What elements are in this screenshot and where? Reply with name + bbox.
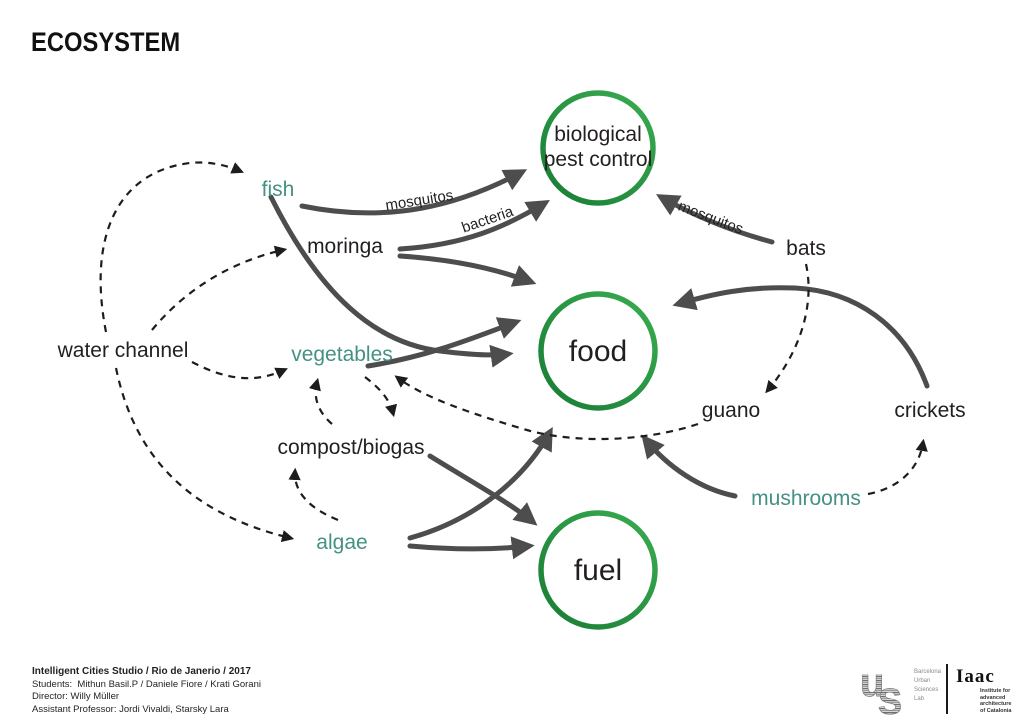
node-bats: bats — [786, 237, 826, 260]
credit-students-line: Students: Mithun Basil.P / Daniele Fiore… — [32, 678, 261, 690]
busl-line-barcelona: Barcelona — [914, 669, 942, 675]
arrow-moringa-to-pest-control — [397, 200, 550, 252]
dashed-arrow-water-channel-to-vegetables — [191, 361, 288, 380]
busl-monogram-s: S — [878, 681, 902, 718]
arrow-algae-to-fuel — [407, 536, 535, 560]
arrow-vegetables-to-food — [365, 317, 522, 369]
pest-control-label-line1: biological — [554, 123, 642, 146]
node-compost-biogas: compost/biogas — [277, 436, 424, 459]
node-circle-pest-control — [540, 90, 656, 206]
iaac-logo: Iaac Institute for advanced architecture… — [956, 666, 1012, 714]
dashed-arrow-bats-to-guano — [765, 263, 810, 394]
page-title: ECOSYSTEM — [31, 27, 181, 57]
dashed-arrow-algae-to-compost — [288, 467, 339, 522]
node-guano: guano — [702, 399, 760, 422]
busl-line-urban: Urban — [914, 678, 931, 684]
iaac-logo-text: Institute for advanced architecture of C… — [980, 688, 1012, 714]
iaac-line-catalonia: of Catalonia — [980, 707, 1012, 714]
credit-director-line: Director: Willy Müller — [32, 691, 120, 702]
dashed-arrow-vegetables-to-compost — [364, 376, 398, 418]
busl-line-lab: Lab — [914, 696, 925, 702]
arrow-moringa-to-food — [397, 253, 537, 287]
node-mushrooms: mushrooms — [751, 487, 861, 510]
iaac-wordmark: Iaac — [956, 666, 995, 687]
node-circle-fuel — [538, 510, 658, 630]
arrow-compost-to-fuel — [427, 453, 538, 526]
arrow-fish-to-food — [268, 194, 514, 368]
dashed-arrow-water-channel-to-algae — [114, 367, 295, 543]
credit-assistant-line: Assistant Professor: Jordi Vivaldi, Star… — [32, 703, 229, 715]
node-crickets: crickets — [894, 399, 965, 422]
node-algae: algae — [316, 531, 367, 554]
arrow-mushrooms-to-food — [641, 434, 738, 499]
footer-logos: u S Barcelona Urban Sciences Lab Iaac In… — [856, 660, 1016, 720]
arrow-fish-to-pest-control — [299, 169, 528, 216]
edge-label-bats-mosquitos: mosquitos — [676, 198, 746, 238]
iaac-line-institute: Institute for — [980, 688, 1011, 694]
node-fish: fish — [262, 178, 295, 201]
food-label: food — [569, 335, 627, 368]
node-water-channel: water channel — [57, 339, 189, 362]
iaac-line-advanced: advanced — [980, 694, 1006, 701]
arrow-bats-to-pest-control — [656, 194, 775, 245]
credits-block: Intelligent Cities Studio / Rio de Janer… — [32, 666, 261, 716]
dashed-arrow-water-channel-to-fish — [99, 161, 244, 333]
busl-monogram-u: u — [860, 661, 884, 705]
credit-studio-line: Intelligent Cities Studio / Rio de Janer… — [32, 666, 251, 677]
node-moringa: moringa — [307, 235, 383, 258]
dashed-arrow-mushrooms-to-crickets — [867, 438, 928, 496]
dashed-arrow-compost-to-vegetables — [308, 377, 333, 425]
arrow-algae-to-food — [407, 426, 553, 541]
logo-divider — [946, 664, 948, 714]
pest-control-label-line2: pest control — [544, 148, 653, 171]
node-vegetables: vegetables — [291, 343, 393, 366]
arrow-crickets-to-food — [672, 285, 930, 389]
dashed-arrow-guano-to-vegetables — [394, 375, 699, 441]
dashed-arrow-water-channel-to-moringa — [151, 245, 288, 331]
busl-logo-icon: u S — [860, 661, 903, 718]
iaac-line-architecture: architecture — [980, 701, 1012, 707]
busl-line-sciences: Sciences — [914, 687, 939, 693]
fuel-label: fuel — [574, 554, 622, 587]
node-circle-food — [538, 291, 658, 411]
busl-logo-text: Barcelona Urban Sciences Lab — [914, 668, 941, 704]
